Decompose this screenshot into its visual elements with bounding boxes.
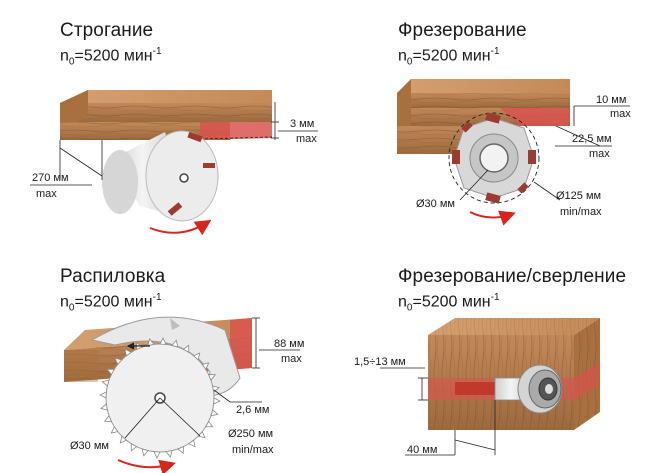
saw-tooth xyxy=(124,348,133,357)
label-height: 22,5 мм xyxy=(572,133,612,145)
panel-title-milling: Фрезерование xyxy=(398,20,527,41)
label-depth: 3 мм xyxy=(290,118,315,130)
label-depth-max: max xyxy=(281,353,302,365)
saw-tooth xyxy=(114,357,123,366)
saw-tooth xyxy=(110,425,119,434)
label-width: 270 мм xyxy=(32,172,69,184)
cut-strip xyxy=(200,122,272,140)
saw-tooth xyxy=(141,448,149,457)
saw-tooth xyxy=(208,374,217,381)
panel-title-drilling: Фрезерование/сверление xyxy=(398,266,627,287)
label-depth-max: max xyxy=(610,108,631,120)
label-depth-max: max xyxy=(296,133,317,145)
label-height-max: max xyxy=(589,148,610,160)
saw-tooth xyxy=(101,379,110,387)
saw-tooth xyxy=(103,415,112,422)
label-diameter-range: min/max xyxy=(560,206,602,218)
rotation-arrow xyxy=(469,210,516,226)
saw-blade xyxy=(99,337,221,459)
drilling-illustration xyxy=(380,318,600,456)
saw-tooth xyxy=(205,420,214,428)
label-kerf: 2,6 мм xyxy=(236,404,270,416)
saw-tooth xyxy=(99,391,107,399)
rotation-arrow xyxy=(149,219,212,236)
saw-tooth xyxy=(197,430,206,439)
saw-tooth xyxy=(213,397,221,405)
panel-speed-sawing: n0=5200 мин-1 xyxy=(60,292,162,314)
panel-title-sawing: Распиловка xyxy=(60,266,166,287)
saw-tooth xyxy=(153,451,161,459)
label-width-max: max xyxy=(36,188,57,200)
saw-tooth xyxy=(177,446,184,455)
panel-speed-milling: n0=5200 мин-1 xyxy=(398,46,500,68)
saw-tooth xyxy=(187,439,196,448)
label-length: 40 мм xyxy=(407,444,438,456)
saw-tooth xyxy=(201,362,210,371)
saw-tooth xyxy=(147,338,155,346)
rotation-arrow xyxy=(117,459,176,473)
saw-tooth xyxy=(182,344,190,353)
milling-cutter xyxy=(452,112,536,204)
label-depth: 88 мм xyxy=(274,338,305,350)
saw-tooth xyxy=(210,409,219,417)
label-bore: Ø30 мм xyxy=(416,198,455,210)
board-top xyxy=(60,90,272,103)
sawing-illustration xyxy=(64,316,300,473)
milling-illustration xyxy=(397,79,630,226)
panel-title-planing: Строгание xyxy=(60,20,154,41)
saw-tooth xyxy=(165,450,173,458)
cutter-path-circle xyxy=(448,112,540,204)
saw-kerf xyxy=(230,318,252,370)
label-diameter: Ø125 мм xyxy=(556,190,602,202)
saw-tooth xyxy=(119,435,128,444)
saw-tooth xyxy=(100,403,108,411)
saw-tooth xyxy=(159,337,167,345)
saw-tooth xyxy=(130,443,138,452)
label-slot: 1,5÷13 мм xyxy=(354,356,406,368)
saw-tooth xyxy=(192,352,201,361)
drill-bit xyxy=(494,364,563,414)
label-depth: 10 мм xyxy=(596,94,627,106)
panel-speed-drilling: n0=5200 мин-1 xyxy=(398,292,500,314)
panel-speed-planing: n0=5200 мин-1 xyxy=(60,46,162,68)
groove-cut xyxy=(500,108,570,126)
label-bore: Ø30 мм xyxy=(70,440,109,452)
saw-tooth xyxy=(171,339,179,348)
label-diameter-range: min/max xyxy=(232,444,274,456)
planing-illustration xyxy=(30,90,318,236)
label-diameter: Ø250 мм xyxy=(228,428,274,440)
saw-tooth xyxy=(106,368,115,376)
